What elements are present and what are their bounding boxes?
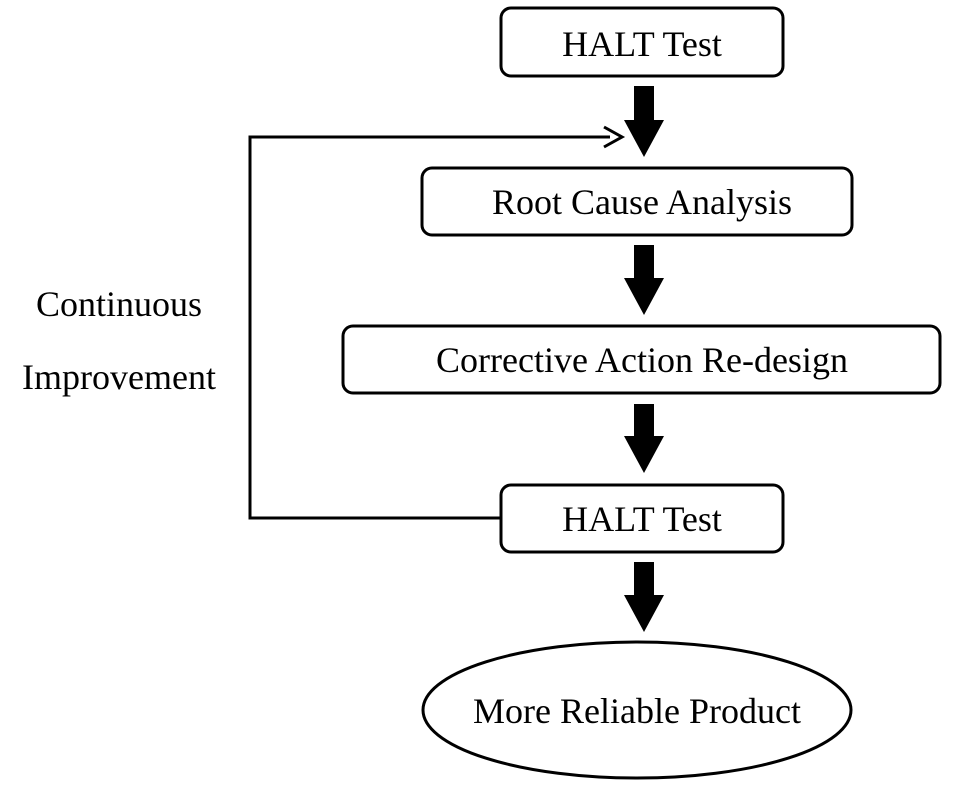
down-arrow-icon: [624, 86, 664, 157]
step-root-cause-analysis: Root Cause Analysis: [420, 166, 854, 237]
loop-label-line1: Continuous: [36, 284, 202, 324]
step-corrective-action-redesign: Corrective Action Re-design: [341, 324, 942, 395]
step-label: HALT Test: [562, 499, 722, 539]
result-label: More Reliable Product: [473, 691, 801, 731]
step-label: Corrective Action Re-design: [436, 340, 848, 380]
result-more-reliable-product: More Reliable Product: [421, 640, 853, 780]
feedback-loop-line: [248, 135, 610, 520]
loop-label-line2: Improvement: [22, 357, 216, 397]
down-arrow-icon: [624, 562, 664, 632]
feedback-loop-arrowhead-icon: [603, 125, 626, 149]
down-arrow-icon: [624, 404, 664, 473]
step-label: Root Cause Analysis: [492, 182, 792, 222]
step-label: HALT Test: [562, 24, 722, 64]
step-halt-test-bottom: HALT Test: [499, 483, 785, 554]
down-arrow-icon: [624, 245, 664, 315]
step-halt-test-top: HALT Test: [499, 6, 785, 78]
